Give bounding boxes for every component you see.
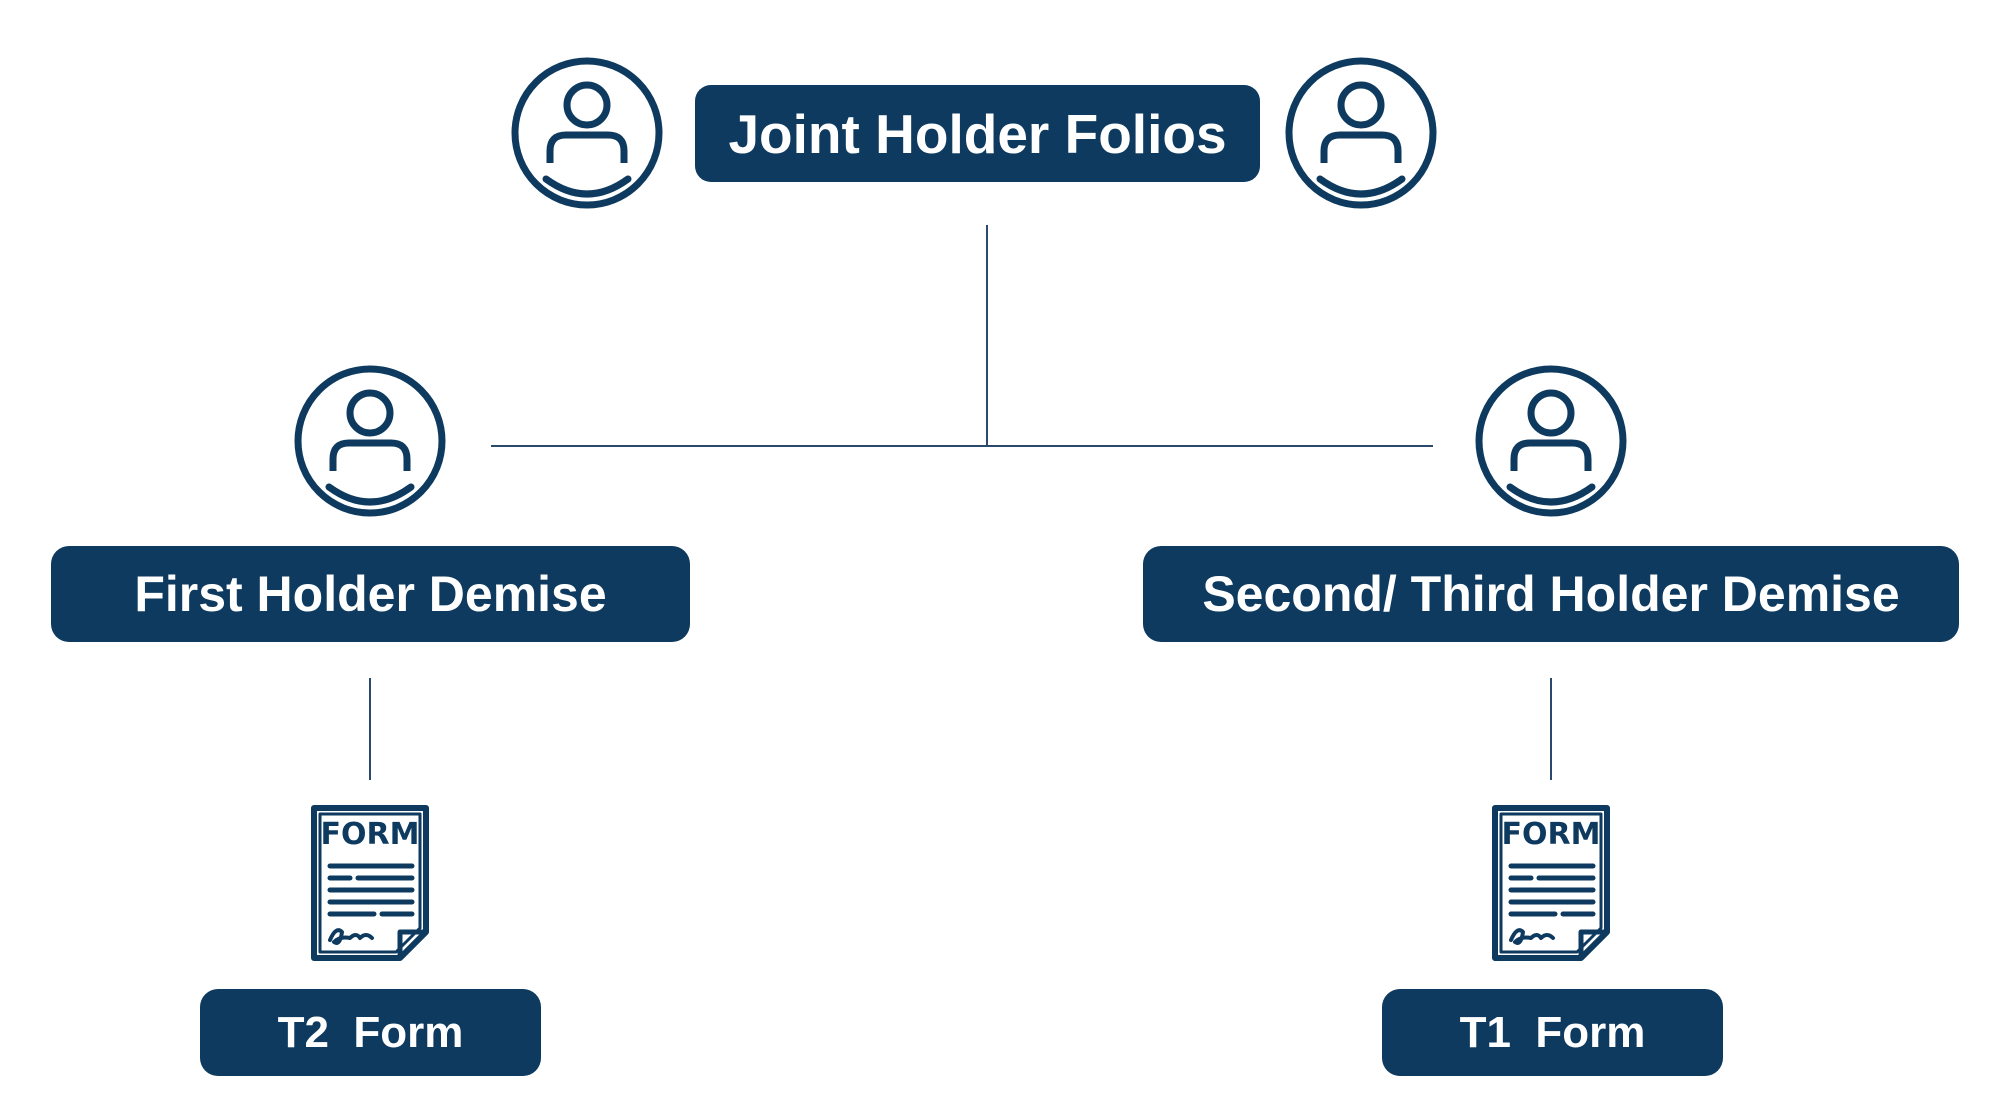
second-third-holder-node-label: Second/ Third Holder Demise bbox=[1202, 566, 1900, 622]
t2-form-label: T2 Form bbox=[277, 1007, 464, 1057]
user-icon bbox=[515, 61, 659, 205]
form-document-icon: FORM bbox=[1495, 808, 1607, 958]
second-third-holder-node-box: Second/ Third Holder Demise bbox=[1143, 546, 1959, 642]
user-icon bbox=[1289, 61, 1433, 205]
root-node-label: Joint Holder Folios bbox=[728, 102, 1227, 165]
t1-form-label: T1 Form bbox=[1459, 1007, 1646, 1057]
t2-form-box: T2 Form bbox=[200, 989, 541, 1076]
form-document-icon: FORM bbox=[314, 808, 426, 958]
first-holder-node-label: First Holder Demise bbox=[134, 566, 607, 622]
first-holder-node-box: First Holder Demise bbox=[51, 546, 690, 642]
form-icon-text: FORM bbox=[1502, 817, 1601, 852]
user-icon bbox=[298, 369, 442, 513]
t1-form-box: T1 Form bbox=[1382, 989, 1723, 1076]
form-icon-text: FORM bbox=[321, 817, 420, 852]
root-node-box: Joint Holder Folios bbox=[695, 85, 1260, 182]
user-icon bbox=[1479, 369, 1623, 513]
